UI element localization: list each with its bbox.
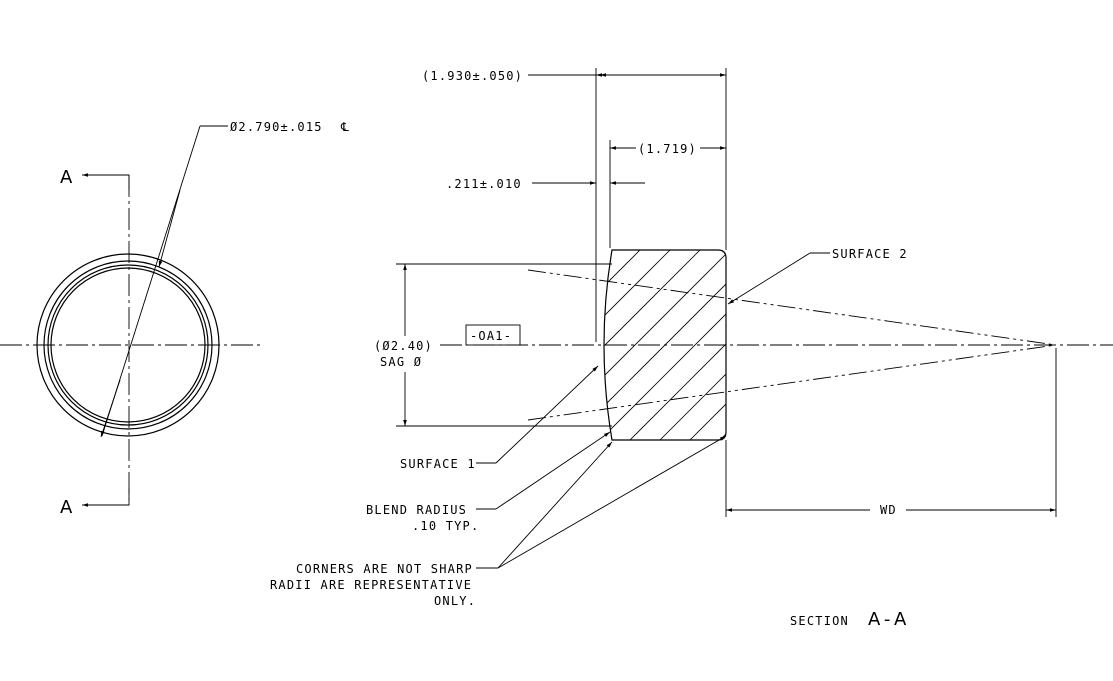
sag-dia-sub: SAG Ø [380, 355, 422, 369]
section-line-bottom [82, 488, 130, 506]
section-title-word: SECTION [790, 614, 849, 628]
section-title-letters: A-A [868, 609, 910, 630]
sag-depth-dim: .211±.010 [446, 177, 522, 191]
wd-dim: WD [880, 503, 897, 517]
od-dimension: Ø2.790±.015 [230, 120, 323, 134]
corners-note-1: CORNERS ARE NOT SHARP [296, 562, 473, 576]
centerline-symbol: ℄ [340, 120, 349, 134]
datum-box [465, 324, 521, 346]
section-letter-top: A [60, 167, 73, 188]
section-hatch [604, 250, 726, 440]
datum-label: -OA1- [470, 329, 512, 343]
overall-length-dim: (1.930±.050) [422, 69, 523, 83]
section-letter-bottom: A [60, 497, 73, 518]
blend-note-1: BLEND RADIUS [366, 503, 467, 517]
ray-bottom [527, 344, 1057, 421]
end-view: A A Ø2.790±.015 ℄ [0, 120, 349, 518]
corners-note-2: RADII ARE REPRESENTATIVE [270, 578, 472, 592]
corners-note-3: ONLY. [434, 594, 476, 608]
section-line-top [82, 174, 130, 190]
section-view: (1.930±.050) (1.719) .211±.010 (Ø2.40) S… [270, 68, 1113, 630]
surface2-note: SURFACE 2 [832, 247, 908, 261]
inner-length-dim: (1.719) [638, 142, 697, 156]
blend-note-2: .10 TYP. [412, 519, 479, 533]
ray-top [527, 269, 1057, 346]
surface1-note: SURFACE 1 [400, 457, 476, 471]
sag-dia-dim: (Ø2.40) [374, 339, 433, 353]
